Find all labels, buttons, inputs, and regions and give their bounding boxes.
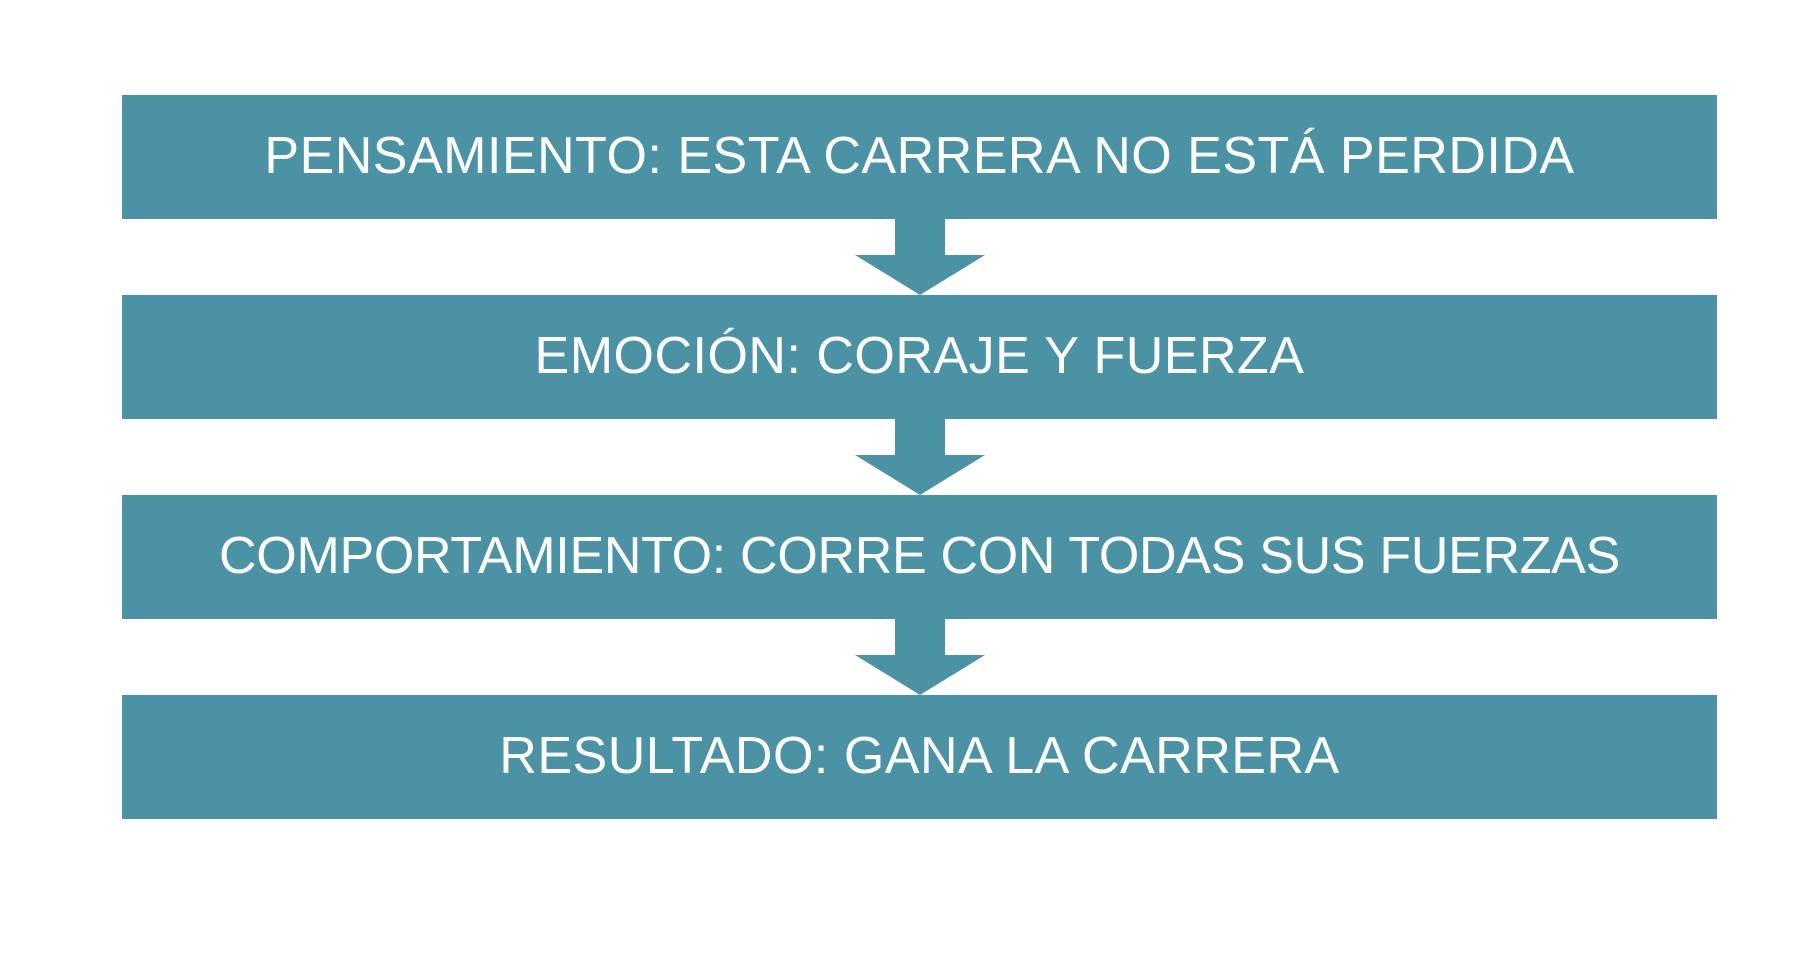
flow-node-label: COMPORTAMIENTO: CORRE CON TODAS SUS FUER… (219, 527, 1620, 586)
down-arrow-icon (854, 419, 985, 495)
down-arrow-icon (854, 219, 985, 295)
flow-node-pensamiento[interactable]: PENSAMIENTO: ESTA CARRERA NO ESTÁ PERDID… (122, 95, 1717, 219)
flow-node-emocion[interactable]: EMOCIÓN: CORAJE Y FUERZA (122, 295, 1717, 419)
flow-connector-1 (122, 219, 1717, 295)
flow-node-label: RESULTADO: GANA LA CARRERA (499, 727, 1340, 786)
flow-node-label: EMOCIÓN: CORAJE Y FUERZA (534, 327, 1305, 386)
flow-node-label: PENSAMIENTO: ESTA CARRERA NO ESTÁ PERDID… (264, 127, 1575, 186)
flow-connector-2 (122, 419, 1717, 495)
flowchart: PENSAMIENTO: ESTA CARRERA NO ESTÁ PERDID… (122, 95, 1717, 819)
flow-node-resultado[interactable]: RESULTADO: GANA LA CARRERA (122, 695, 1717, 819)
flow-node-comportamiento[interactable]: COMPORTAMIENTO: CORRE CON TODAS SUS FUER… (122, 495, 1717, 619)
down-arrow-icon (854, 619, 985, 695)
flow-connector-3 (122, 619, 1717, 695)
